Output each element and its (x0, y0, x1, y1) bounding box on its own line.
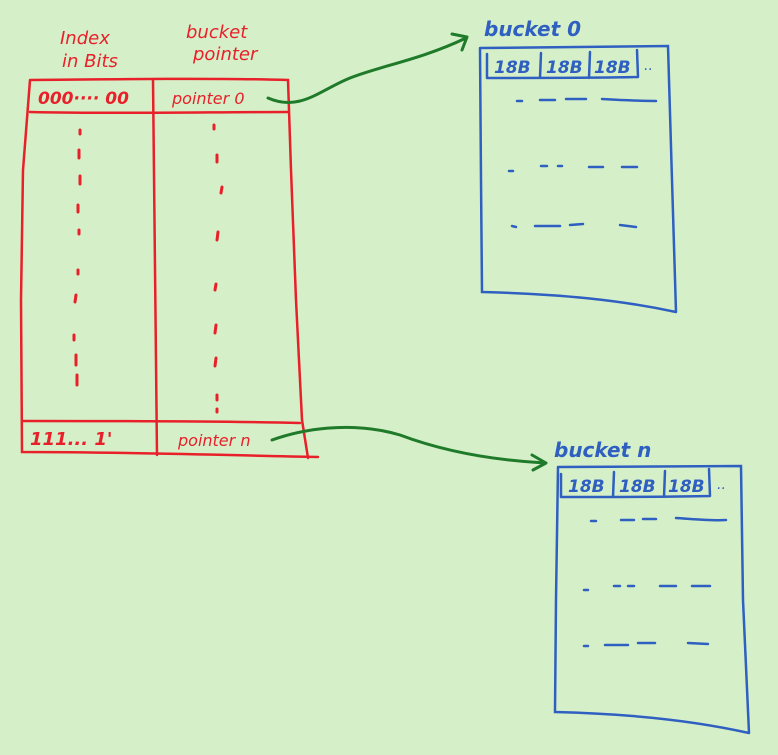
pointer-ellipsis-dots (212, 123, 224, 414)
last-row-pointer: pointer n (177, 431, 250, 450)
table-row-divider-top (28, 110, 290, 115)
bucket-0-cell-row-border (485, 48, 640, 80)
bucket-n-outline (553, 464, 751, 735)
bucket-0-outline (478, 44, 678, 314)
arrowhead-bucket0 (450, 32, 469, 52)
bucket-n-cell-3: 18B (668, 477, 705, 497)
bucket-n-title: bucket n (554, 438, 651, 462)
bucket-n-cell-row-border (559, 467, 712, 499)
bucket-0-title: bucket 0 (484, 17, 581, 41)
pointer-header-line1: bucket (186, 22, 248, 43)
arrowhead-bucketn (530, 453, 548, 472)
index-header-line1: Index (60, 28, 110, 49)
bucket-n-overflow: .. (717, 477, 726, 493)
bucket-0: bucket 0 18B 18B 18B .. (478, 17, 678, 314)
arrows (266, 32, 548, 472)
bucket-n-cell-2: 18B (619, 477, 656, 497)
arrow-pointer0-to-bucket0 (266, 36, 468, 104)
bucket-0-cell-3: 18B (594, 58, 631, 78)
bucket-n-record-lines (582, 516, 728, 648)
arrow-pointern-to-bucketn (270, 425, 547, 465)
bucket-0-record-lines (507, 97, 658, 229)
pointer-header-line2: pointer (192, 44, 259, 65)
bucket-n: bucket n 18B 18B 18B .. (553, 438, 751, 735)
first-row-pointer: pointer 0 (171, 89, 245, 108)
index-header-line2: in Bits (62, 51, 118, 72)
table-outline (19, 77, 320, 460)
table-row-divider-bottom (20, 419, 302, 425)
index-ellipsis-dots (72, 128, 82, 387)
directory-table (19, 77, 320, 460)
bucket-n-cell-1: 18B (568, 477, 605, 497)
bucket-0-cell-2: 18B (546, 58, 583, 78)
last-row-index: 111... 1' (30, 429, 112, 450)
bucket-0-cell-1: 18B (494, 58, 531, 78)
first-row-index: 000···· 00 (38, 89, 129, 109)
bucket-0-overflow: .. (644, 58, 653, 74)
table-column-divider (151, 78, 159, 457)
